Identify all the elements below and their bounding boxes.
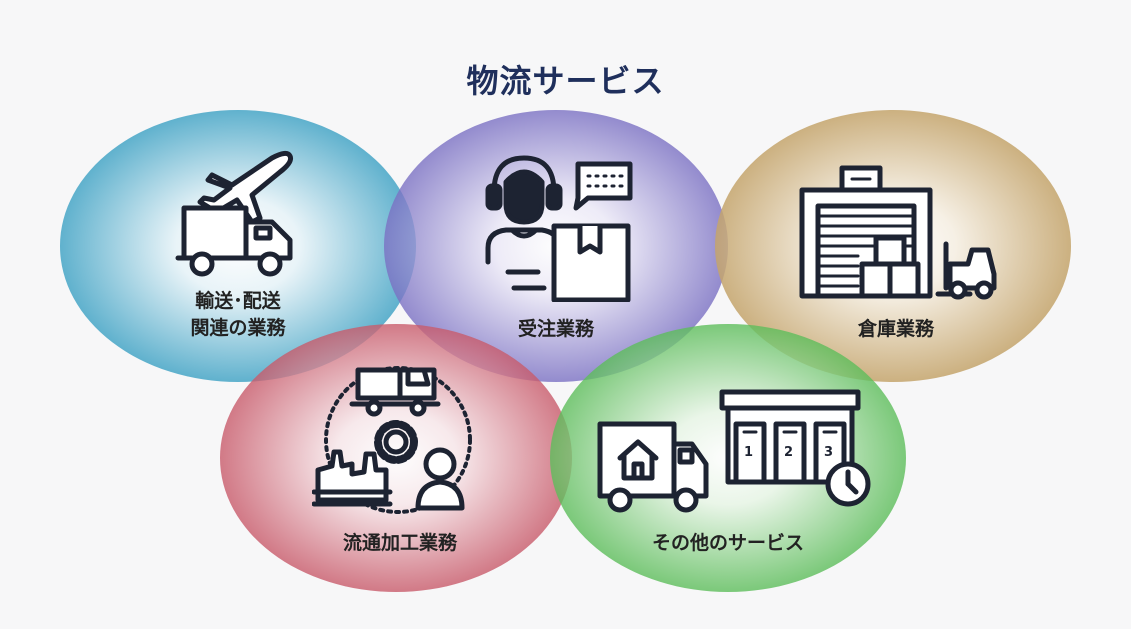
house-icon — [617, 439, 659, 481]
chat-bubble-icon — [573, 161, 633, 211]
warehouse-icon — [799, 165, 933, 299]
factory-icon — [312, 449, 393, 507]
clock-icon — [825, 461, 871, 507]
label-order: 受注業務 — [517, 318, 594, 340]
box-icon — [505, 223, 631, 302]
forklift-icon — [935, 241, 997, 300]
label-other: その他のサービス — [651, 532, 804, 554]
person-icon — [415, 447, 465, 511]
delivery-storage-clock-icon: 1 2 3 — [594, 386, 874, 516]
storage-number-2: 2 — [784, 445, 793, 460]
storage-number-3: 3 — [824, 445, 833, 460]
storage-building-icon: 1 2 3 — [719, 389, 861, 485]
label-warehouse: 倉庫業務 — [857, 318, 934, 340]
label-transport-line2: 関連の業務 — [190, 317, 286, 339]
operator-headset-box-icon — [484, 152, 634, 302]
label-transport: 輸送･配送 関連の業務 — [168, 288, 308, 342]
warehouse-forklift-icon — [798, 164, 1008, 304]
processing-factory-icon — [312, 362, 482, 522]
page-title: 物流サービス — [466, 62, 665, 100]
operator-icon — [485, 155, 563, 265]
delivery-truck-icon — [597, 421, 709, 513]
label-processing: 流通加工業務 — [342, 532, 457, 554]
gear-icon — [374, 420, 418, 464]
airplane-truck-icon — [172, 140, 302, 285]
truck-icon — [349, 367, 441, 417]
label-transport-line1: 輸送･配送 — [195, 290, 281, 312]
storage-number-1: 1 — [744, 445, 753, 460]
truck-icon — [175, 205, 293, 277]
